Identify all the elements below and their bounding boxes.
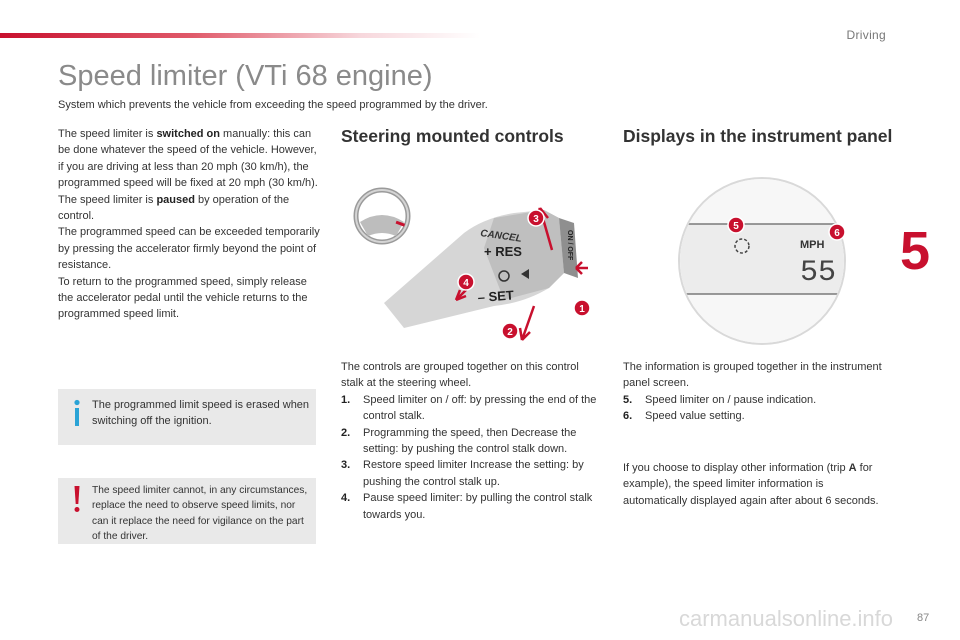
limiter-symbol (498, 270, 510, 282)
list-item: 4.Pause speed limiter: by pulling the co… (341, 492, 593, 521)
warning-note-text: The speed limiter cannot, in any circums… (92, 485, 308, 543)
onoff-label: ON / OFF (566, 230, 573, 261)
steering-text: The controls are grouped together on thi… (341, 359, 603, 523)
steering-wheel-icon (353, 187, 411, 245)
displays-intro: The information is grouped together in t… (623, 361, 882, 390)
callout-5: 5 (727, 216, 745, 234)
page-number: 87 (917, 612, 930, 624)
displays-heading: Displays in the instrument panel (623, 126, 893, 146)
intro-paragraph: To return to the programmed speed, simpl… (58, 275, 308, 321)
steering-heading: Steering mounted controls (341, 126, 564, 146)
section-label: Driving (846, 28, 886, 42)
callout-3: 3 (527, 209, 545, 227)
svg-text:4: 4 (463, 278, 469, 289)
chapter-number: 5 (900, 221, 931, 281)
svg-text:6: 6 (834, 228, 840, 239)
list-item: 1.Speed limiter on / off: by pressing th… (341, 393, 597, 423)
list-item: 6.Speed value setting. (623, 410, 745, 423)
callout-2: 2 (501, 322, 519, 340)
res-label: + RES (484, 244, 522, 259)
list-item: 5.Speed limiter on / pause indication. (623, 393, 817, 406)
info-note-text: The programmed limit speed is erased whe… (92, 399, 310, 427)
intro-paragraph: The programmed speed can be exceeded tem… (58, 226, 320, 272)
intro-text: The speed limiter is switched on manuall… (58, 126, 320, 323)
top-accent-bar (0, 33, 480, 38)
displays-extra: If you choose to display other informati… (623, 462, 879, 507)
list-item: 2.Programming the speed, then Decrease t… (341, 426, 577, 456)
triangle-left-icon (521, 269, 529, 279)
callout-6: 6 (828, 223, 846, 241)
set-label: – SET (477, 288, 514, 305)
info-icon (74, 399, 80, 426)
svg-text:3: 3 (533, 214, 539, 225)
info-note: The programmed limit speed is erased whe… (58, 389, 316, 445)
intro-paragraph: The speed limiter is paused by operation… (58, 193, 290, 223)
speed-value: 55 (800, 256, 836, 290)
instrument-panel-illustration: MPH 55 5 6 (678, 177, 846, 345)
displays-text: The information is grouped together in t… (623, 359, 883, 425)
steering-intro: The controls are grouped together on thi… (341, 361, 579, 390)
page-title: Speed limiter (VTi 68 engine) (58, 60, 433, 92)
callout-4: 4 (457, 273, 475, 291)
svg-text:5: 5 (733, 221, 739, 232)
page-subtitle: System which prevents the vehicle from e… (58, 99, 488, 111)
list-item: 3.Restore speed limiter Increase the set… (341, 459, 584, 488)
callout-1: 1 (573, 299, 591, 317)
limiter-symbol (734, 238, 750, 254)
steering-stalk-illustration: CANCEL + RES – SET ON / OFF 3 1 2 4 (353, 187, 591, 341)
warning-note: The speed limiter cannot, in any circums… (58, 478, 316, 544)
svg-text:1: 1 (579, 304, 585, 315)
exclamation-icon (74, 486, 80, 512)
watermark: carmanualsonline.info (679, 606, 894, 631)
intro-paragraph: The speed limiter is switched on manuall… (58, 128, 318, 190)
unit-label: MPH (800, 239, 825, 251)
svg-text:2: 2 (507, 327, 513, 338)
